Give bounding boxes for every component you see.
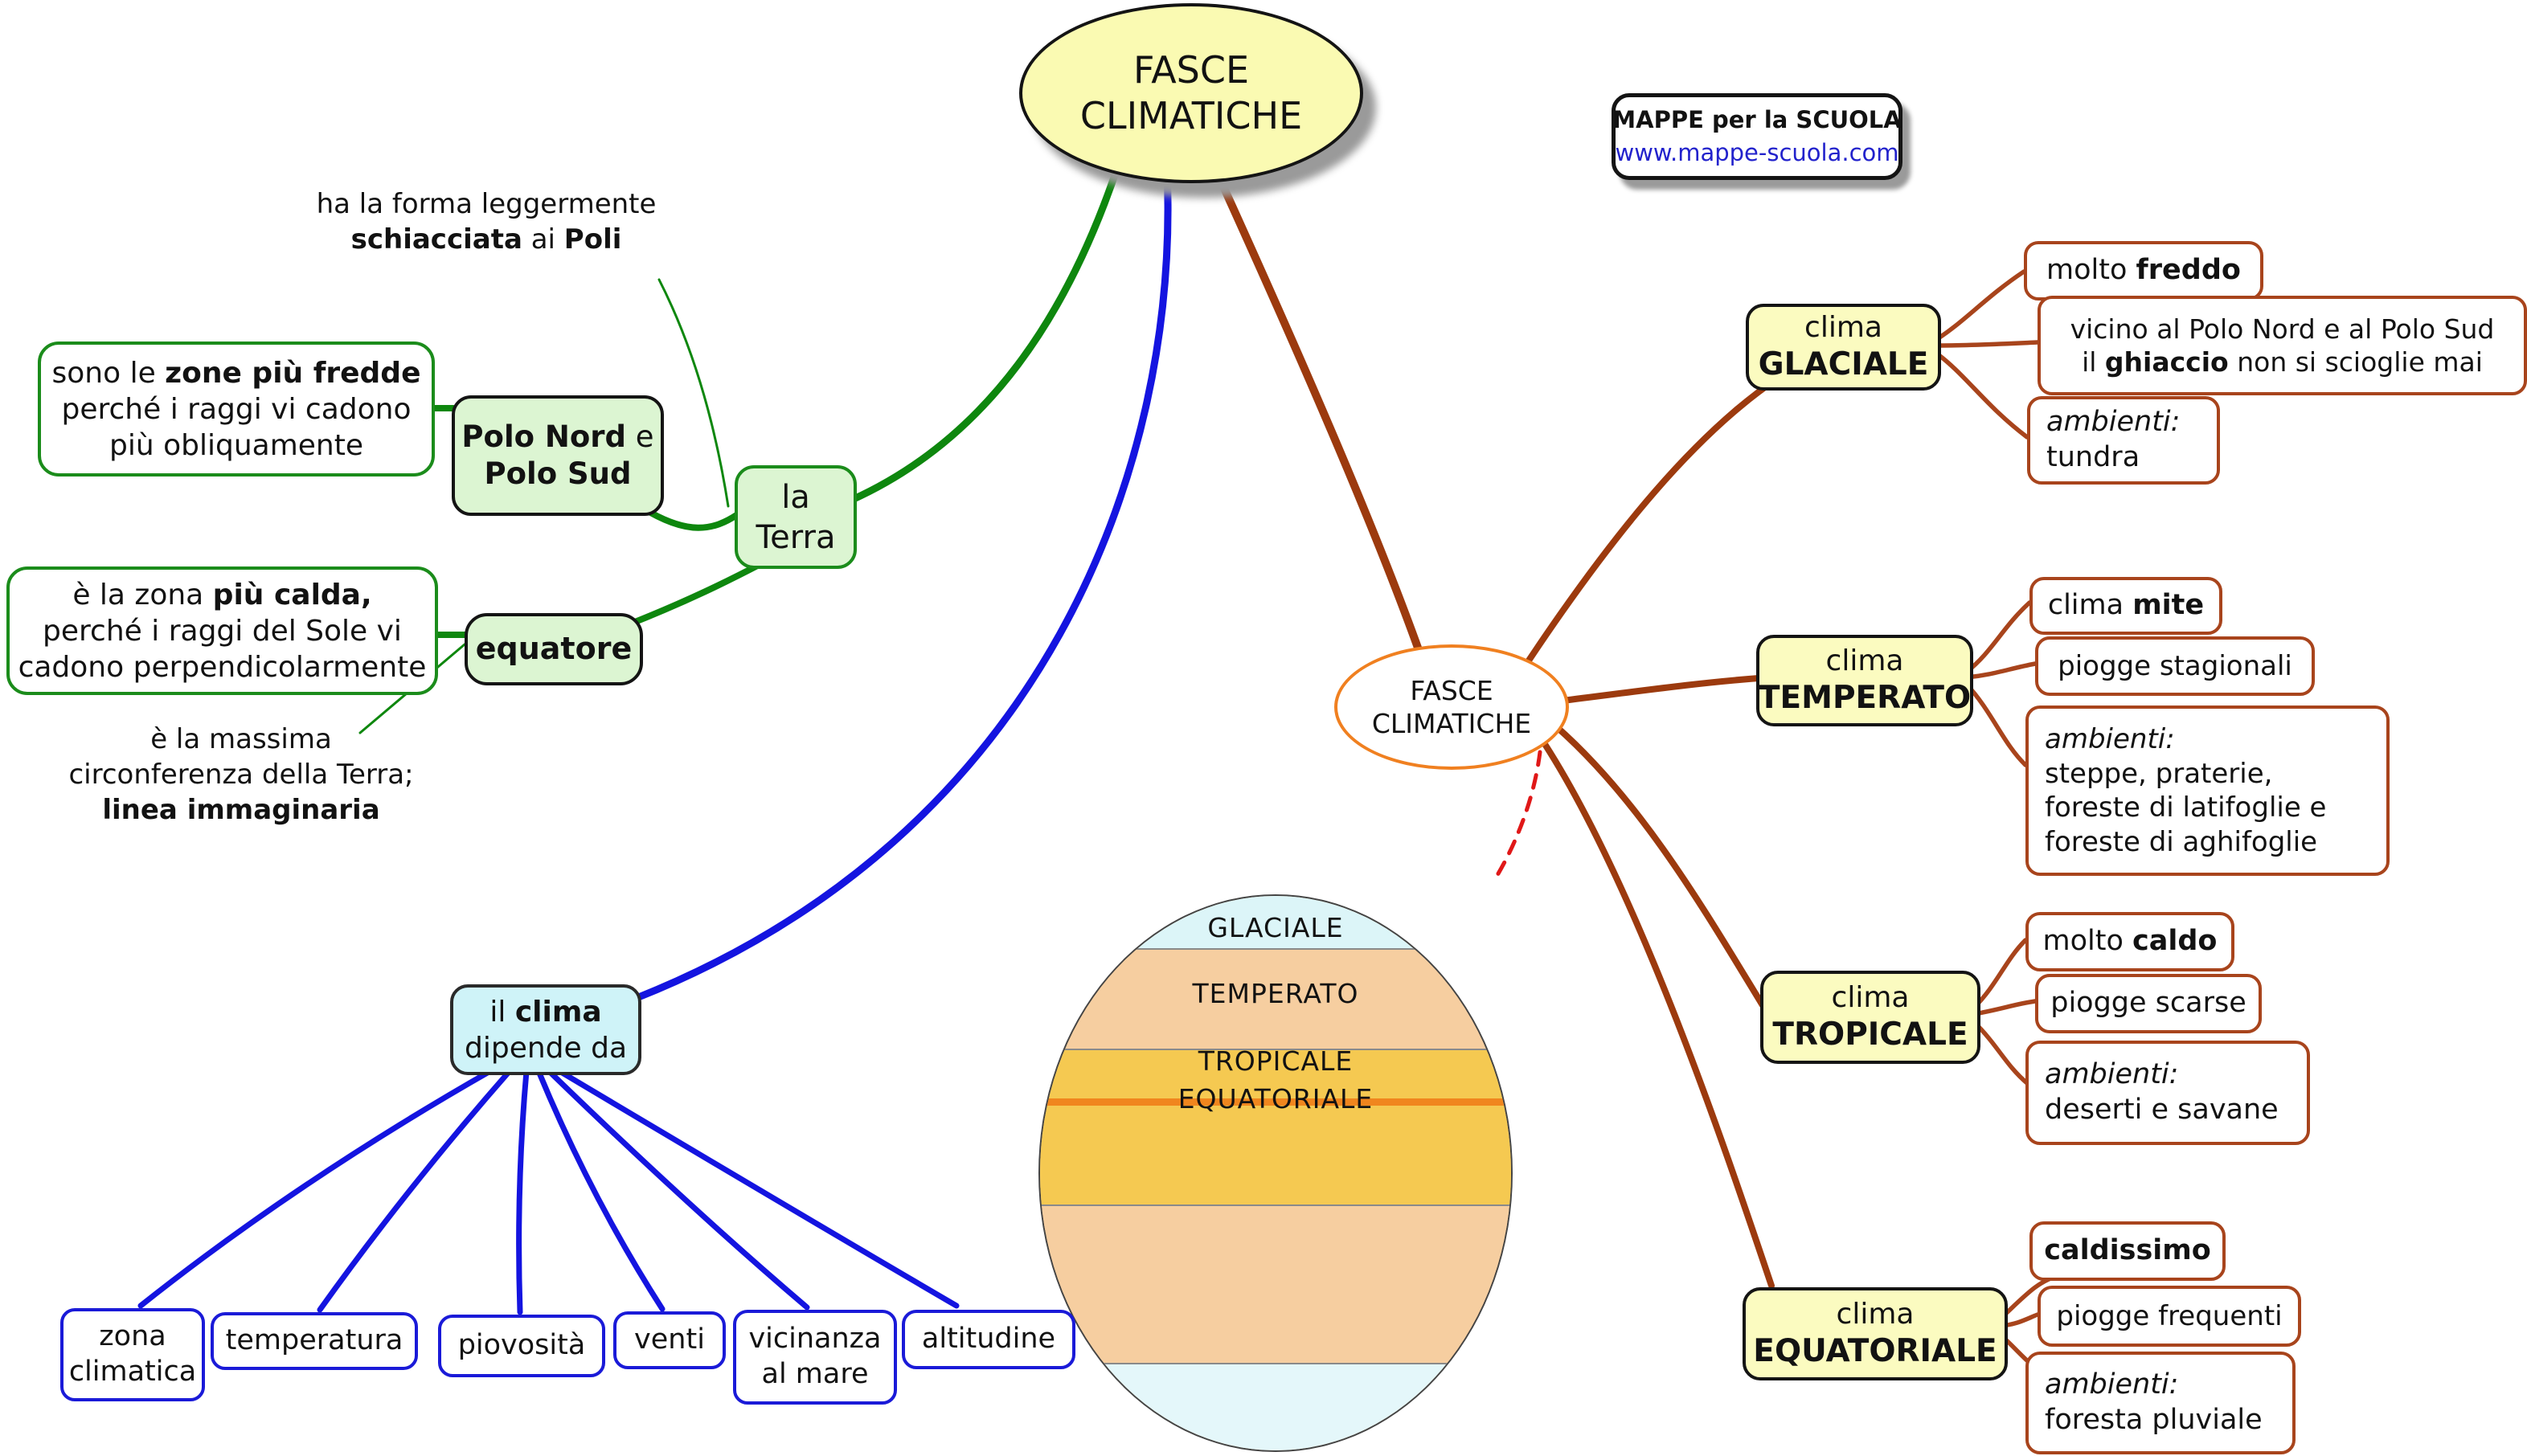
edge-fasce-globe-dashed [1493,750,1542,881]
edge-root-terra [848,159,1123,504]
edge-fasce-glaciale [1526,376,1780,664]
note-box-zona-piu-calda: è la zona più calda,perché i raggi del S… [6,566,438,695]
edge-glaciale-c1 [1932,269,2026,343]
edge-polo-terra [637,503,741,531]
equator-line [1040,1098,1511,1106]
edge-fasce-temperato [1559,675,1762,704]
tropicale-piogge-scarse: piogge scarse [2035,974,2262,1033]
edge-clima-venti [535,1068,666,1312]
globe-band-glaciale-south [1040,1363,1511,1450]
edge-glaciale-c3 [1932,350,2029,440]
temperato-ambienti: ambienti:steppe, praterie,foreste di lat… [2025,706,2390,876]
globe-label-equatoriale: EQUATORIALE [1177,1083,1374,1114]
edge-tropicale-c1 [1972,938,2028,1010]
brand-title: MAPPE per la SCUOLA [1612,106,1902,134]
factor-piovosita: piovosità [438,1315,605,1377]
globe-band-glaciale-north [1040,896,1511,948]
edge-tropicale-c3 [1972,1020,2029,1086]
edge-equatore-terra [624,559,767,628]
edge-temperato-c1 [1964,600,2032,674]
equatoriale-caldissimo: caldissimo [2029,1221,2226,1281]
brand-url-link[interactable]: www.mappe-scuola.com [1615,139,1899,166]
edge-root-clima [633,166,1172,1002]
edge-root-fasce [1211,165,1422,652]
globe-band-temperato-south [1040,1204,1511,1364]
edge-clima-zona [137,1068,494,1309]
factor-temperatura: temperatura [211,1312,418,1370]
globe-label-tropicale: TROPICALE [1198,1045,1354,1077]
equatoriale-ambienti: ambienti:foresta pluviale [2025,1352,2296,1454]
factor-venti: venti [613,1311,726,1369]
factor-altitudine: altitudine [902,1310,1075,1369]
edge-fasce-equatoriale [1542,741,1775,1289]
edge-fasce-tropicale [1553,723,1768,1012]
temperato-piogge-stagionali: piogge stagionali [2035,636,2315,696]
edge-glaciale-c2 [1932,340,2040,348]
globe-band-temperato-north [1040,948,1511,1050]
globe-band-tropicale [1040,1049,1511,1206]
tropicale-ambienti: ambienti:deserti e savane [2025,1041,2310,1145]
edge-tropicale-c2 [1972,999,2038,1016]
edge-temperato-c2 [1964,661,2038,680]
glaciale-molto-freddo: molto freddo [2024,241,2263,301]
equatoriale-piogge-frequenti: piogge frequenti [2038,1286,2301,1347]
edge-temperato-c3 [1964,682,2028,767]
node-equatore: equatore [465,613,643,685]
temperato-clima-mite: clima mite [2029,577,2222,635]
brand-box: MAPPE per la SCUOLA www.mappe-scuola.com [1612,93,1902,180]
globe-label-glaciale: GLACIALE [1207,912,1344,943]
edge-formanote-terra [657,278,730,508]
tropicale-molto-caldo: molto caldo [2025,912,2234,971]
globe-climate-bands-illustration: GLACIALE TEMPERATO TROPICALE EQUATORIALE [1038,894,1513,1452]
glaciale-ambienti: ambienti:tundra [2027,396,2220,485]
edge-clima-vicinanza [546,1068,810,1311]
edge-clima-temperatura [317,1068,513,1313]
edge-clima-piovosita [516,1068,530,1315]
globe-label-temperato: TEMPERATO [1192,978,1359,1009]
edge-clima-altitudine [556,1068,960,1309]
